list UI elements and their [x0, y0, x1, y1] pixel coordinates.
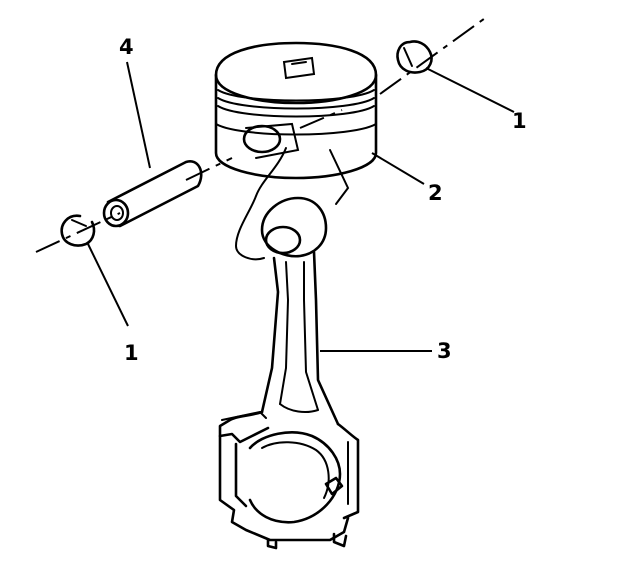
callout-2: 2 — [428, 181, 443, 205]
leader-line-1-lower — [87, 243, 129, 327]
callout-1-lower: 1 — [124, 341, 139, 365]
connecting-rod — [218, 196, 360, 550]
retainer-ring-upper — [396, 40, 433, 74]
piston-pin-bore — [242, 124, 282, 154]
callout-4: 4 — [119, 35, 134, 59]
leader-line-1-upper — [425, 67, 515, 113]
piston-pin — [102, 160, 203, 228]
pin-guide-path — [234, 147, 287, 261]
pin-axis-centerline — [35, 15, 489, 253]
leader-line-2 — [371, 152, 425, 185]
leader-line-4 — [126, 61, 151, 169]
callout-3: 3 — [437, 339, 452, 363]
retainer-ring-lower — [60, 214, 96, 247]
callout-1-upper: 1 — [512, 109, 527, 133]
piston — [214, 41, 378, 205]
piston-crown-mark — [282, 56, 316, 80]
